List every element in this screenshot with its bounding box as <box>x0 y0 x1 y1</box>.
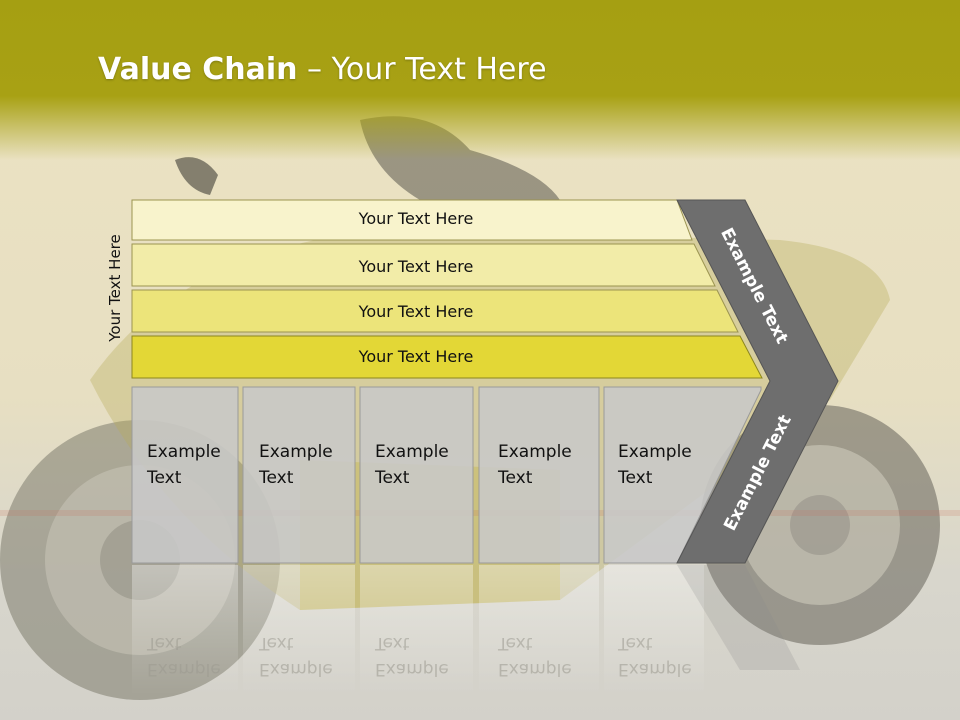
title-bold: Value Chain <box>98 52 298 87</box>
box-4-reflection-text: Example Text <box>498 630 572 682</box>
box-4-line1: Example <box>498 442 572 462</box>
box-5-refl-line2: Text <box>618 633 653 653</box>
box-5-line1: Example <box>618 442 692 462</box>
bar-2-label: Your Text Here <box>358 257 474 276</box>
box-1[interactable] <box>131 386 239 564</box>
bar-4-label: Your Text Here <box>358 347 474 366</box>
box-3-line2: Text <box>375 468 410 488</box>
chevron-arrow[interactable] <box>676 199 839 564</box>
box-3-refl-line1: Example <box>375 659 449 679</box>
box-3-line1: Example <box>375 442 449 462</box>
box-1-refl-line1: Example <box>147 659 221 679</box>
box-reflection-3 <box>360 565 473 695</box>
box-4-line2: Text <box>498 468 533 488</box>
box-4-refl-line1: Example <box>498 659 572 679</box>
box-3-refl-line2: Text <box>375 633 410 653</box>
slide-title: Value Chain – Your Text Here <box>98 52 547 87</box>
chevron-reflection <box>677 565 800 670</box>
box-2-refl-line1: Example <box>259 659 333 679</box>
bar-1[interactable] <box>131 199 693 241</box>
box-4-refl-line2: Text <box>498 633 533 653</box>
bar-3-label: Your Text Here <box>358 302 474 321</box>
box-4[interactable] <box>478 386 600 564</box>
box-5[interactable] <box>603 386 762 564</box>
box-1-refl-line2: Text <box>147 633 182 653</box>
box-reflection-2 <box>243 565 355 695</box>
box-reflection-1 <box>132 565 238 695</box>
bar-4[interactable] <box>131 335 763 379</box>
box-2-reflection-text: Example Text <box>259 630 333 682</box>
box-reflection-5 <box>604 565 704 695</box>
box-5-reflection-text: Example Text <box>618 630 692 682</box>
box-5-refl-line1: Example <box>618 659 692 679</box>
box-2-line2: Text <box>259 468 294 488</box>
box-2-line1: Example <box>259 442 333 462</box>
box-2-refl-line2: Text <box>259 633 294 653</box>
bar-3[interactable] <box>131 289 739 333</box>
box-1-line1: Example <box>147 442 221 462</box>
box-1-reflection-text: Example Text <box>147 630 221 682</box>
box-2[interactable] <box>242 386 356 564</box>
box-1-line2: Text <box>147 468 182 488</box>
box-3[interactable] <box>359 386 474 564</box>
title-rest: – Your Text Here <box>297 52 547 87</box>
bar-1-label: Your Text Here <box>358 209 474 228</box>
box-reflection-4 <box>479 565 599 695</box>
header-band <box>0 0 960 160</box>
bar-2[interactable] <box>131 243 716 287</box>
box-5-line2: Text <box>618 468 653 488</box>
box-3-reflection-text: Example Text <box>375 630 449 682</box>
